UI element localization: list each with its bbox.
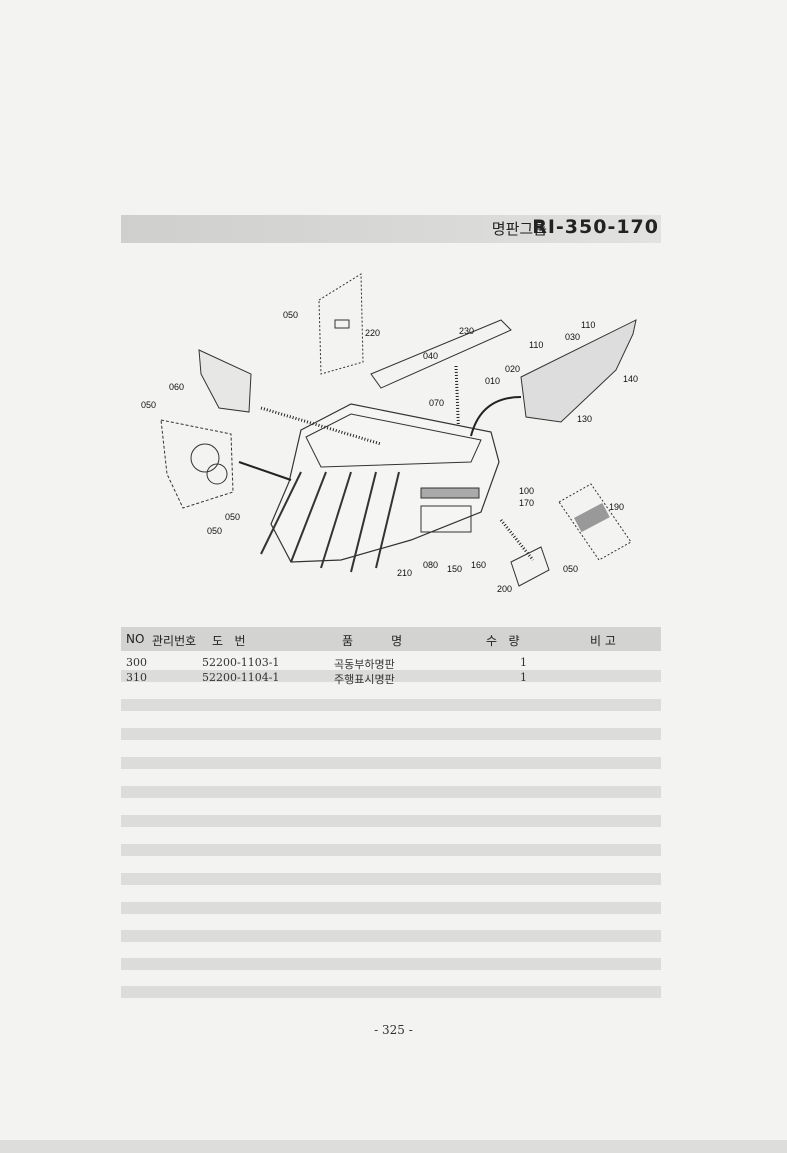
empty-row-stripe: [121, 902, 661, 914]
row-drawing: 52200-1103-1: [202, 656, 280, 669]
empty-row-stripe: [121, 757, 661, 769]
callout-210: 210: [397, 568, 412, 578]
col-part-name: 품 명: [342, 634, 403, 648]
row-drawing: 52200-1104-1: [202, 671, 280, 684]
col-qty: 수 량: [486, 634, 520, 648]
empty-row-stripe: [121, 958, 661, 970]
scan-edge: [0, 1140, 787, 1153]
callout-110-top: 110: [581, 320, 595, 330]
callout-030: 030: [565, 332, 580, 342]
empty-row-stripe: [121, 986, 661, 998]
empty-row-stripe: [121, 728, 661, 740]
row-stripe: [121, 670, 661, 682]
row-name: 곡동부하명판: [334, 658, 395, 671]
row-qty: 1: [520, 656, 527, 669]
callout-020: 020: [505, 364, 520, 374]
row-name: 주행표시명판: [334, 673, 395, 686]
callout-110: 110: [529, 340, 543, 350]
empty-row-stripe: [121, 930, 661, 942]
callout-190: 190: [609, 502, 624, 512]
callout-040: 040: [423, 351, 438, 361]
callout-160: 160: [471, 560, 486, 570]
callout-080: 080: [423, 560, 438, 570]
callout-150: 150: [447, 564, 462, 574]
group-code: RI-350-170: [532, 216, 659, 238]
callout-230: 230: [459, 326, 474, 336]
callout-050-left: 050: [141, 400, 156, 410]
empty-row-stripe: [121, 815, 661, 827]
row-qty: 1: [520, 671, 527, 684]
col-remarks: 비 고: [590, 634, 616, 648]
row-no: 300: [126, 656, 147, 669]
callout-200: 200: [497, 584, 512, 594]
callout-140: 140: [623, 374, 638, 384]
callout-050-lower-left: 050: [225, 512, 240, 522]
empty-row-stripe: [121, 786, 661, 798]
callout-170: 170: [519, 498, 534, 508]
empty-row-stripe: [121, 699, 661, 711]
col-drawing-no: 도 번: [212, 634, 246, 648]
callout-220: 220: [365, 328, 380, 338]
callout-010: 010: [485, 376, 500, 386]
col-no: NO: [126, 632, 145, 646]
callout-100: 100: [519, 486, 534, 496]
callout-130: 130: [577, 414, 592, 424]
callout-050-bottom-left: 050: [207, 526, 222, 536]
empty-row-stripe: [121, 873, 661, 885]
empty-row-stripe: [121, 844, 661, 856]
group-label: 명판그룹: [491, 220, 547, 238]
parts-diagram: 050 220 230 040 110 030 110 020 010 140 …: [141, 273, 638, 594]
callout-050-top: 050: [283, 310, 298, 320]
page-number: - 325 -: [374, 1023, 413, 1037]
parts-table-header: [121, 627, 661, 651]
callout-050-bottom-right: 050: [563, 564, 578, 574]
callout-060: 060: [169, 382, 184, 392]
header-band: [121, 215, 661, 243]
callout-070: 070: [429, 398, 444, 408]
row-no: 310: [126, 671, 147, 684]
col-mgmt-no: 관리번호: [152, 634, 197, 648]
